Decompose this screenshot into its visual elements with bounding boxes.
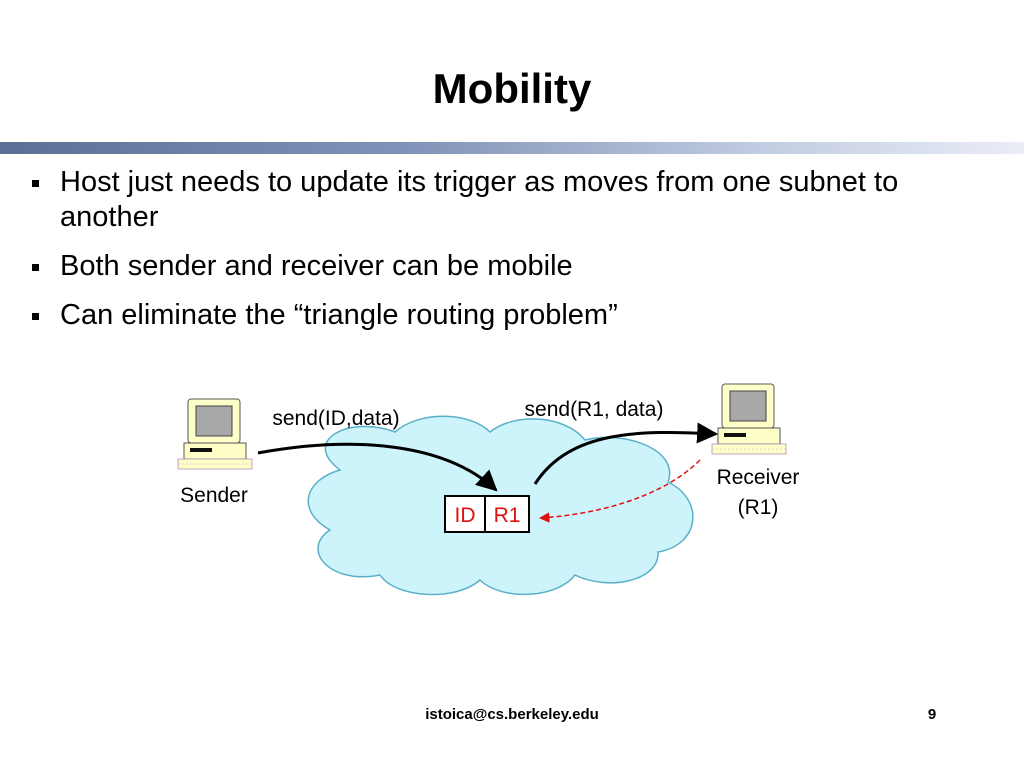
title-divider [0, 142, 1024, 154]
page-number: 9 [927, 706, 937, 723]
receiver-label: Receiver [717, 466, 800, 489]
square-bullet-icon [32, 313, 39, 320]
send-id-label: send(ID,data) [272, 407, 399, 430]
square-bullet-icon [32, 180, 39, 187]
trigger-id: ID [455, 504, 476, 527]
bullet-text: Can eliminate the “triangle routing prob… [60, 299, 618, 331]
trigger-update-arrow [538, 459, 701, 523]
send-r1-arrow [533, 422, 719, 485]
trigger-address: R1 [494, 504, 521, 527]
bullet-item: Both sender and receiver can be mobile [28, 249, 988, 284]
bullet-text: Host just needs to update its trigger as… [60, 166, 899, 233]
bullet-item: Host just needs to update its trigger as… [28, 165, 988, 235]
receiver-address-label: (R1) [738, 496, 779, 519]
bullet-text: Both sender and receiver can be mobile [60, 250, 573, 282]
sender-computer-icon [177, 398, 253, 470]
sender-label: Sender [180, 484, 248, 507]
slide-title: Mobility [432, 65, 592, 112]
receiver-computer-icon [711, 383, 787, 455]
square-bullet-icon [32, 264, 39, 271]
footer-email: istoica@cs.berkeley.edu [425, 706, 599, 723]
trigger-entry: ID R1 [444, 495, 530, 533]
send-id-arrow [257, 442, 498, 492]
send-r1-label: send(R1, data) [525, 398, 664, 421]
bullet-list: Host just needs to update its trigger as… [28, 165, 988, 347]
bullet-item: Can eliminate the “triangle routing prob… [28, 298, 988, 333]
